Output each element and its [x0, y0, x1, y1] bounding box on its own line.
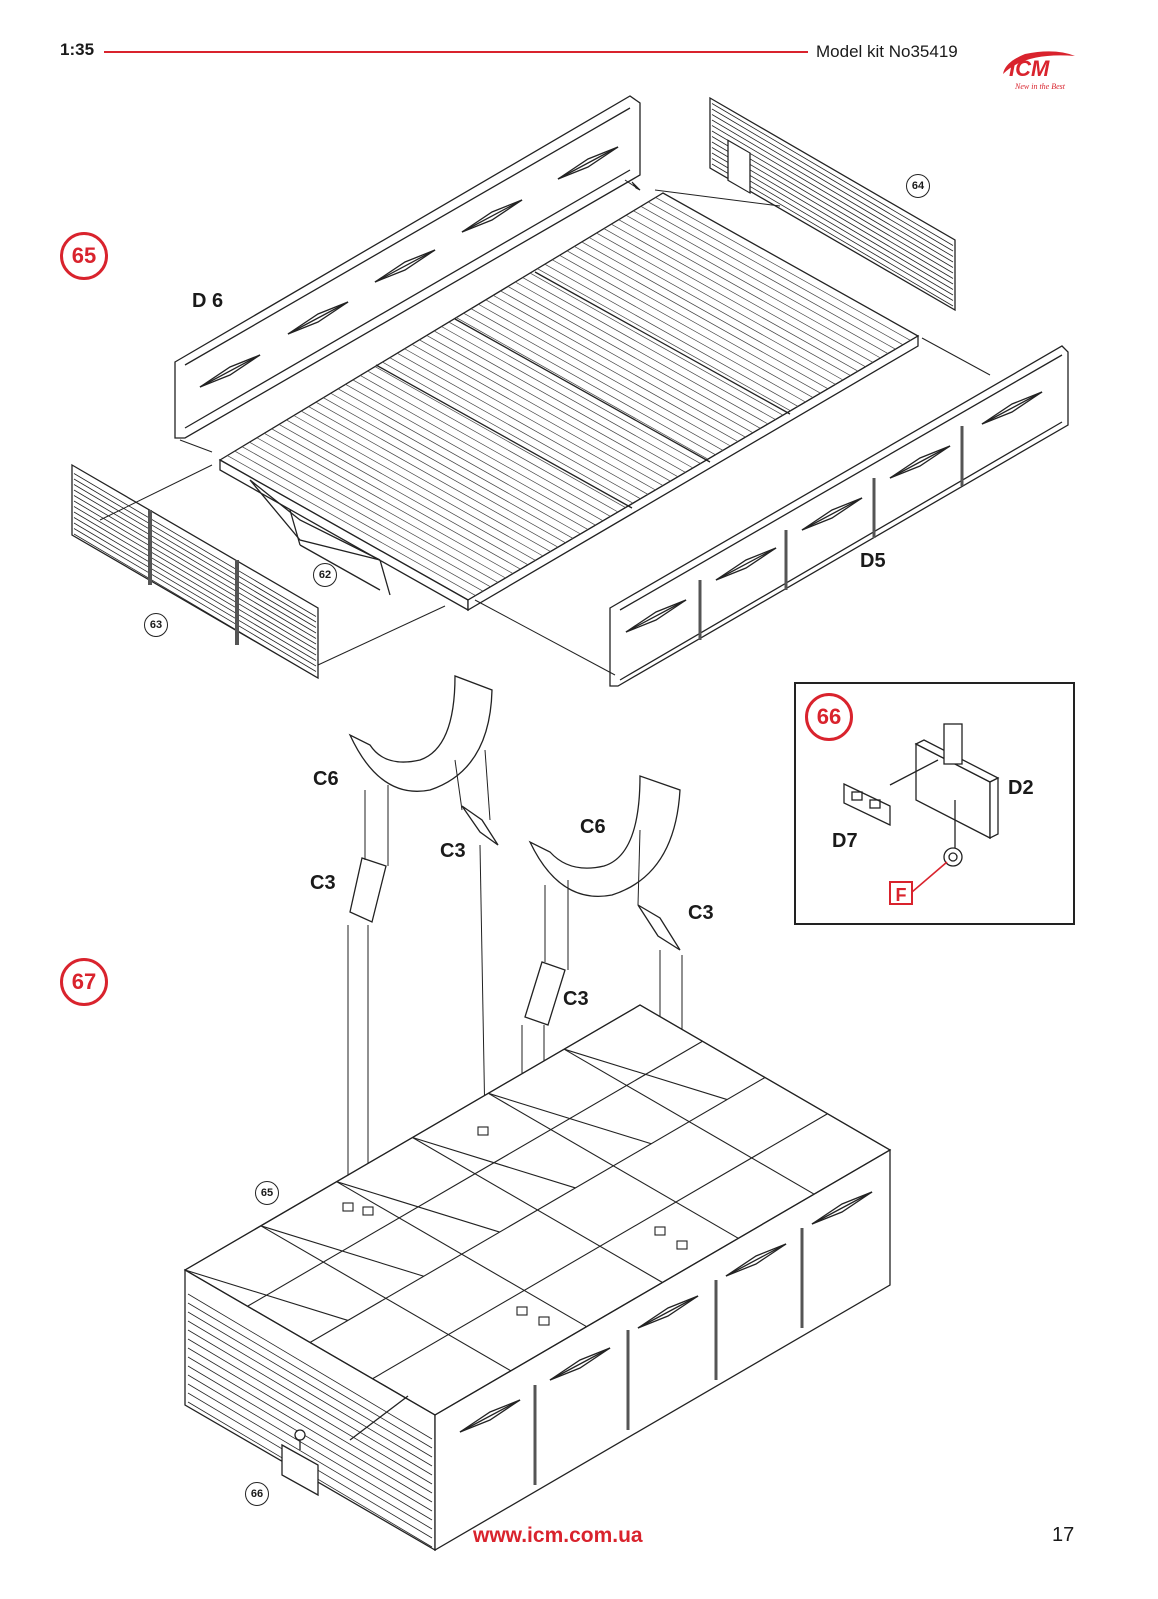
ref-64: 64: [906, 174, 930, 198]
ref-62: 62: [313, 563, 337, 587]
ref-63: 63: [144, 613, 168, 637]
part-label-d5: D5: [860, 550, 886, 572]
part-label-c3: C3: [563, 988, 589, 1010]
header-rule: [104, 51, 808, 53]
scale-label: 1:35: [60, 40, 95, 59]
side-panel-d5: [609, 345, 1069, 687]
svg-text:ICM: ICM: [1009, 56, 1050, 81]
assembly-arrows-65: [99, 179, 991, 676]
part-label-c6: C6: [580, 816, 606, 838]
part-label-d2: D2: [1008, 777, 1034, 799]
strut-c3: [349, 805, 681, 1026]
icm-logo: ICM New in the Best: [1003, 51, 1075, 91]
step-65-badge: 65: [60, 232, 108, 280]
end-panel-64: [709, 96, 956, 312]
kit-number: Model kit No35419: [816, 42, 958, 61]
side-panel-d6: [174, 95, 641, 439]
part-label-c6: C6: [313, 768, 339, 790]
truck-body-67: [183, 1004, 892, 1552]
fender-c6-left: [348, 675, 493, 792]
part-label-c3: C3: [688, 902, 714, 924]
color-flag-f: F: [889, 881, 913, 905]
step-66-inset: [794, 682, 1075, 925]
footer-url[interactable]: www.icm.com.ua: [473, 1524, 643, 1547]
ref-65: 65: [255, 1181, 279, 1205]
end-panel-63: [71, 463, 319, 680]
part-label-d6: D 6: [192, 290, 224, 312]
page-number: 17: [1052, 1524, 1075, 1546]
svg-text:New in the Best: New in the Best: [1014, 82, 1066, 91]
bracket-66-ref: [281, 1395, 409, 1497]
bracket-assembly-66: [843, 723, 1000, 893]
part-label-d7: D7: [832, 830, 858, 852]
step-67-badge: 67: [60, 958, 108, 1006]
step-66-badge: 66: [805, 693, 853, 741]
fender-c6-right: [528, 775, 681, 897]
part-label-c3: C3: [440, 840, 466, 862]
part-label-c3: C3: [310, 872, 336, 894]
floor-panel: [218, 192, 920, 612]
ref-66: 66: [245, 1482, 269, 1506]
frame-bracket-62: [249, 479, 391, 596]
